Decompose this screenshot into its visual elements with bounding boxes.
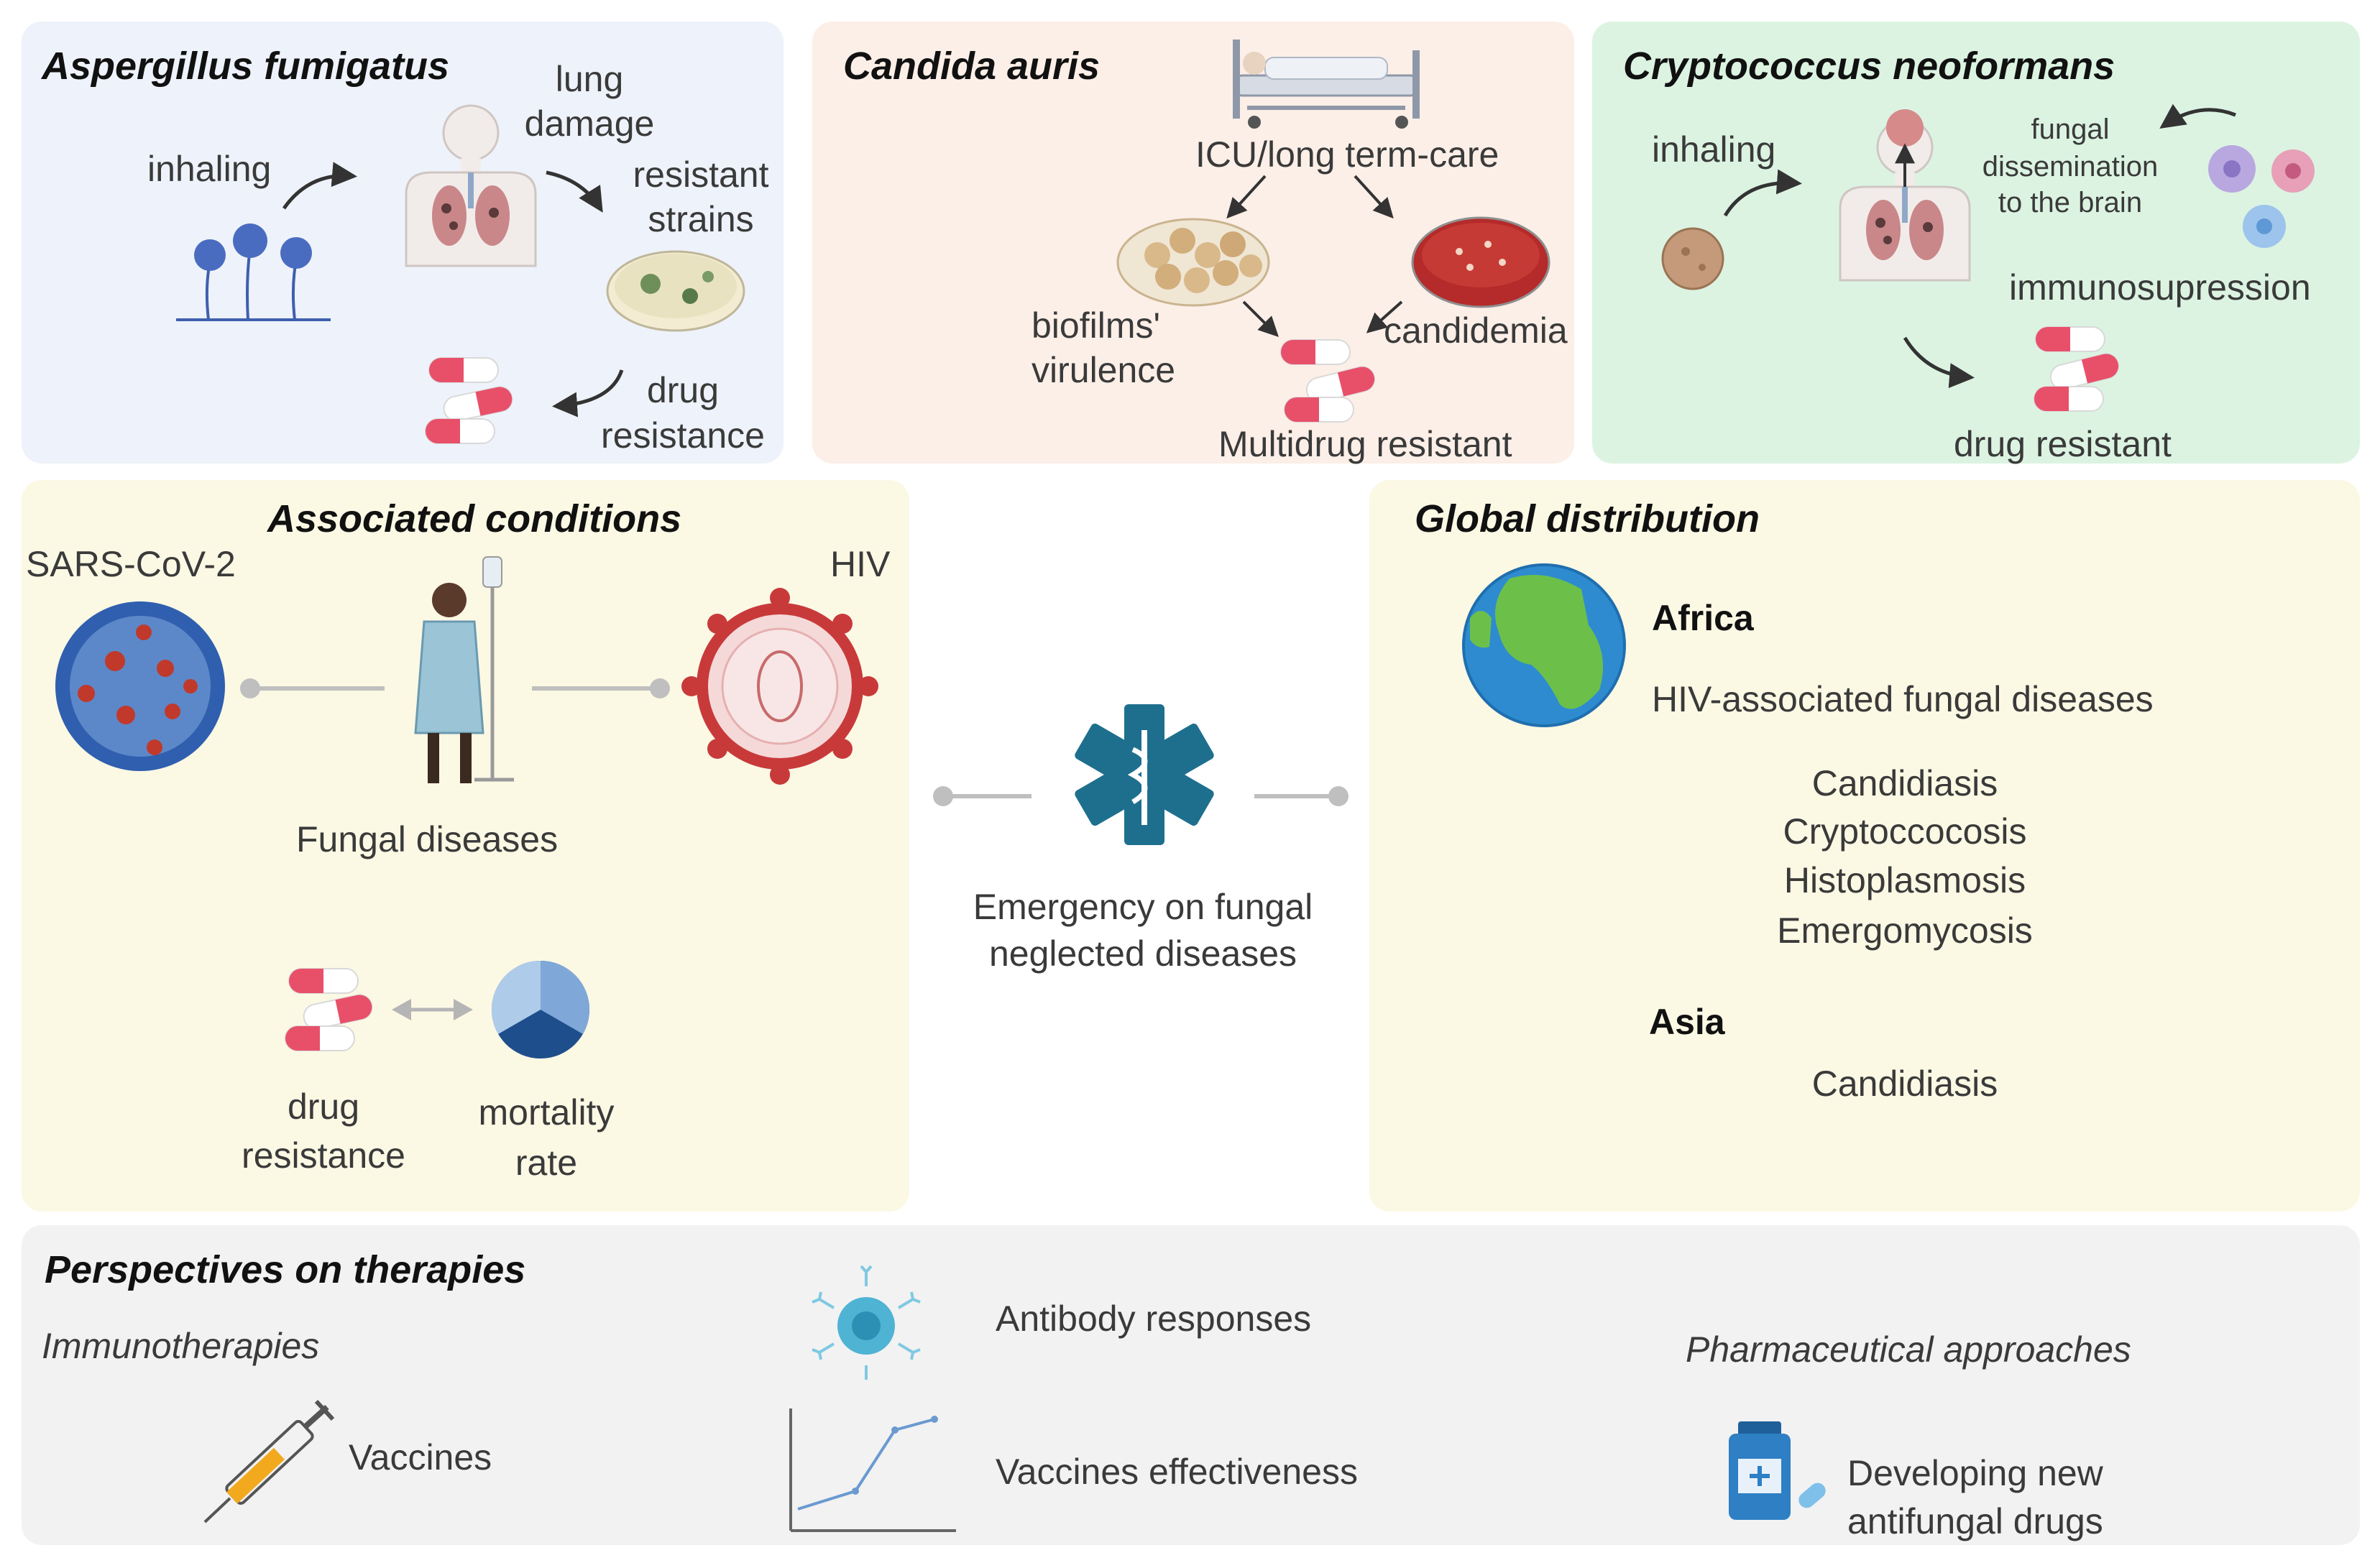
cryptococcus-title: Cryptococcus neoformans [1623, 45, 2115, 88]
africa-disease-2: Cryptoccocosis [1783, 811, 2027, 852]
assoc-resistance-label: resistance [242, 1135, 405, 1176]
immunotherapies-label: Immunotherapies [42, 1326, 320, 1366]
star-of-life-icon [1075, 704, 1214, 845]
pill-icon [285, 1025, 355, 1051]
pill-icon [300, 992, 375, 1032]
cryptococcus-brain-label: to the brain [1998, 187, 2143, 218]
aspergillus-lung-label: lung [555, 59, 624, 99]
perspectives-title: Perspectives on therapies [45, 1248, 526, 1291]
pharmaceutical-label: Pharmaceutical approaches [1686, 1329, 2131, 1370]
pill-icon [288, 968, 359, 994]
hiv-associated-label: HIV-associated fungal diseases [1652, 679, 2154, 719]
candida-candidemia-label: candidemia [1384, 310, 1568, 351]
assoc-drug-label: drug [287, 1087, 360, 1127]
hiv-label: HIV [830, 544, 891, 584]
asia-label: Asia [1649, 1002, 1725, 1042]
aspergillus-title: Aspergillus fumigatus [42, 45, 450, 88]
aspergillus-conidiophores [176, 223, 331, 321]
hiv-virus-icon [681, 588, 878, 785]
aspergillus-resistance-label: resistance [601, 415, 765, 456]
associated-title: Associated conditions [267, 497, 682, 540]
pill-icon [428, 357, 499, 383]
vaccines-label: Vaccines [349, 1437, 492, 1477]
fungal-diseases-label: Fungal diseases [296, 819, 559, 859]
africa-label: Africa [1652, 598, 1754, 638]
pill-icon [1284, 397, 1354, 423]
africa-disease-1: Candidiasis [1811, 763, 1998, 803]
immune-cells-icon [2208, 145, 2315, 248]
pill-icon [425, 418, 495, 444]
perspectives-panel [22, 1225, 2360, 1545]
hospital-bed-icon [1233, 40, 1420, 129]
syringe-icon [203, 1399, 335, 1523]
pill-icon [2034, 386, 2104, 412]
patient-with-iv-icon [414, 556, 514, 783]
line-chart-icon [789, 1408, 956, 1532]
aspergillus-strains-label: strains [648, 199, 754, 239]
cryptococcus-drug-label: drug resistant [1954, 424, 2172, 464]
africa-disease-3: Histoplasmosis [1783, 860, 2026, 900]
antibody-responses-label: Antibody responses [996, 1299, 1312, 1339]
biofilm-icon [1116, 218, 1270, 307]
candida-multidrug-label: Multidrug resistant [1218, 424, 1512, 464]
blood-agar-plate-icon [1411, 216, 1550, 308]
aspergillus-resistant-label: resistant [633, 155, 769, 195]
double-arrow-icon [392, 999, 473, 1020]
developing-line-2: antifungal drugs [1847, 1501, 2103, 1541]
candida-title: Candida auris [843, 45, 1101, 88]
sars-cov-2-icon [55, 601, 225, 771]
globe-icon [1462, 563, 1626, 727]
rate-label: rate [515, 1143, 578, 1183]
aspergillus-inhaling-label: inhaling [147, 149, 272, 189]
pill-icon [441, 384, 515, 424]
candida-virulence-label: virulence [1032, 350, 1176, 390]
cryptococcus-cell-icon [1661, 227, 1724, 290]
aspergillus-damage-label: damage [524, 103, 655, 144]
cryptococcus-panel [1592, 22, 2360, 464]
mortality-label: mortality [478, 1092, 615, 1133]
mortality-pie-icon [491, 960, 590, 1059]
asia-disease-1: Candidiasis [1811, 1064, 1998, 1104]
cryptococcus-fungal-label: fungal [2031, 114, 2110, 145]
pill-icon [2035, 326, 2105, 352]
pill-icon [1280, 339, 1351, 365]
cryptococcus-immuno-label: immunosupression [2009, 267, 2311, 308]
cryptococcus-inhaling-label: inhaling [1652, 129, 1776, 170]
cryptococcus-dissemination-label: dissemination [1982, 151, 2159, 183]
developing-line-1: Developing new [1847, 1453, 2103, 1493]
emergency-line-1: Emergency on fungal [973, 887, 1313, 927]
aspergillus-panel [22, 22, 784, 464]
sars-cov-2-label: SARS-CoV-2 [26, 544, 236, 584]
brain-icon [1886, 109, 1924, 147]
candida-biofilms-label: biofilms' [1032, 305, 1161, 346]
africa-disease-4: Emergomycosis [1777, 910, 2033, 951]
aspergillus-drug-label: drug [646, 370, 720, 410]
medicine-bottle-icon [1729, 1421, 1826, 1520]
antibody-cell-icon [812, 1265, 921, 1380]
vaccines-effectiveness-label: Vaccines effectiveness [996, 1452, 1358, 1492]
petri-dish-icon [606, 250, 745, 332]
global-title: Global distribution [1415, 497, 1760, 540]
pill-icon [2047, 350, 2122, 393]
candida-icu-label: ICU/long term-care [1195, 134, 1499, 175]
emergency-line-2: neglected diseases [988, 933, 1297, 974]
